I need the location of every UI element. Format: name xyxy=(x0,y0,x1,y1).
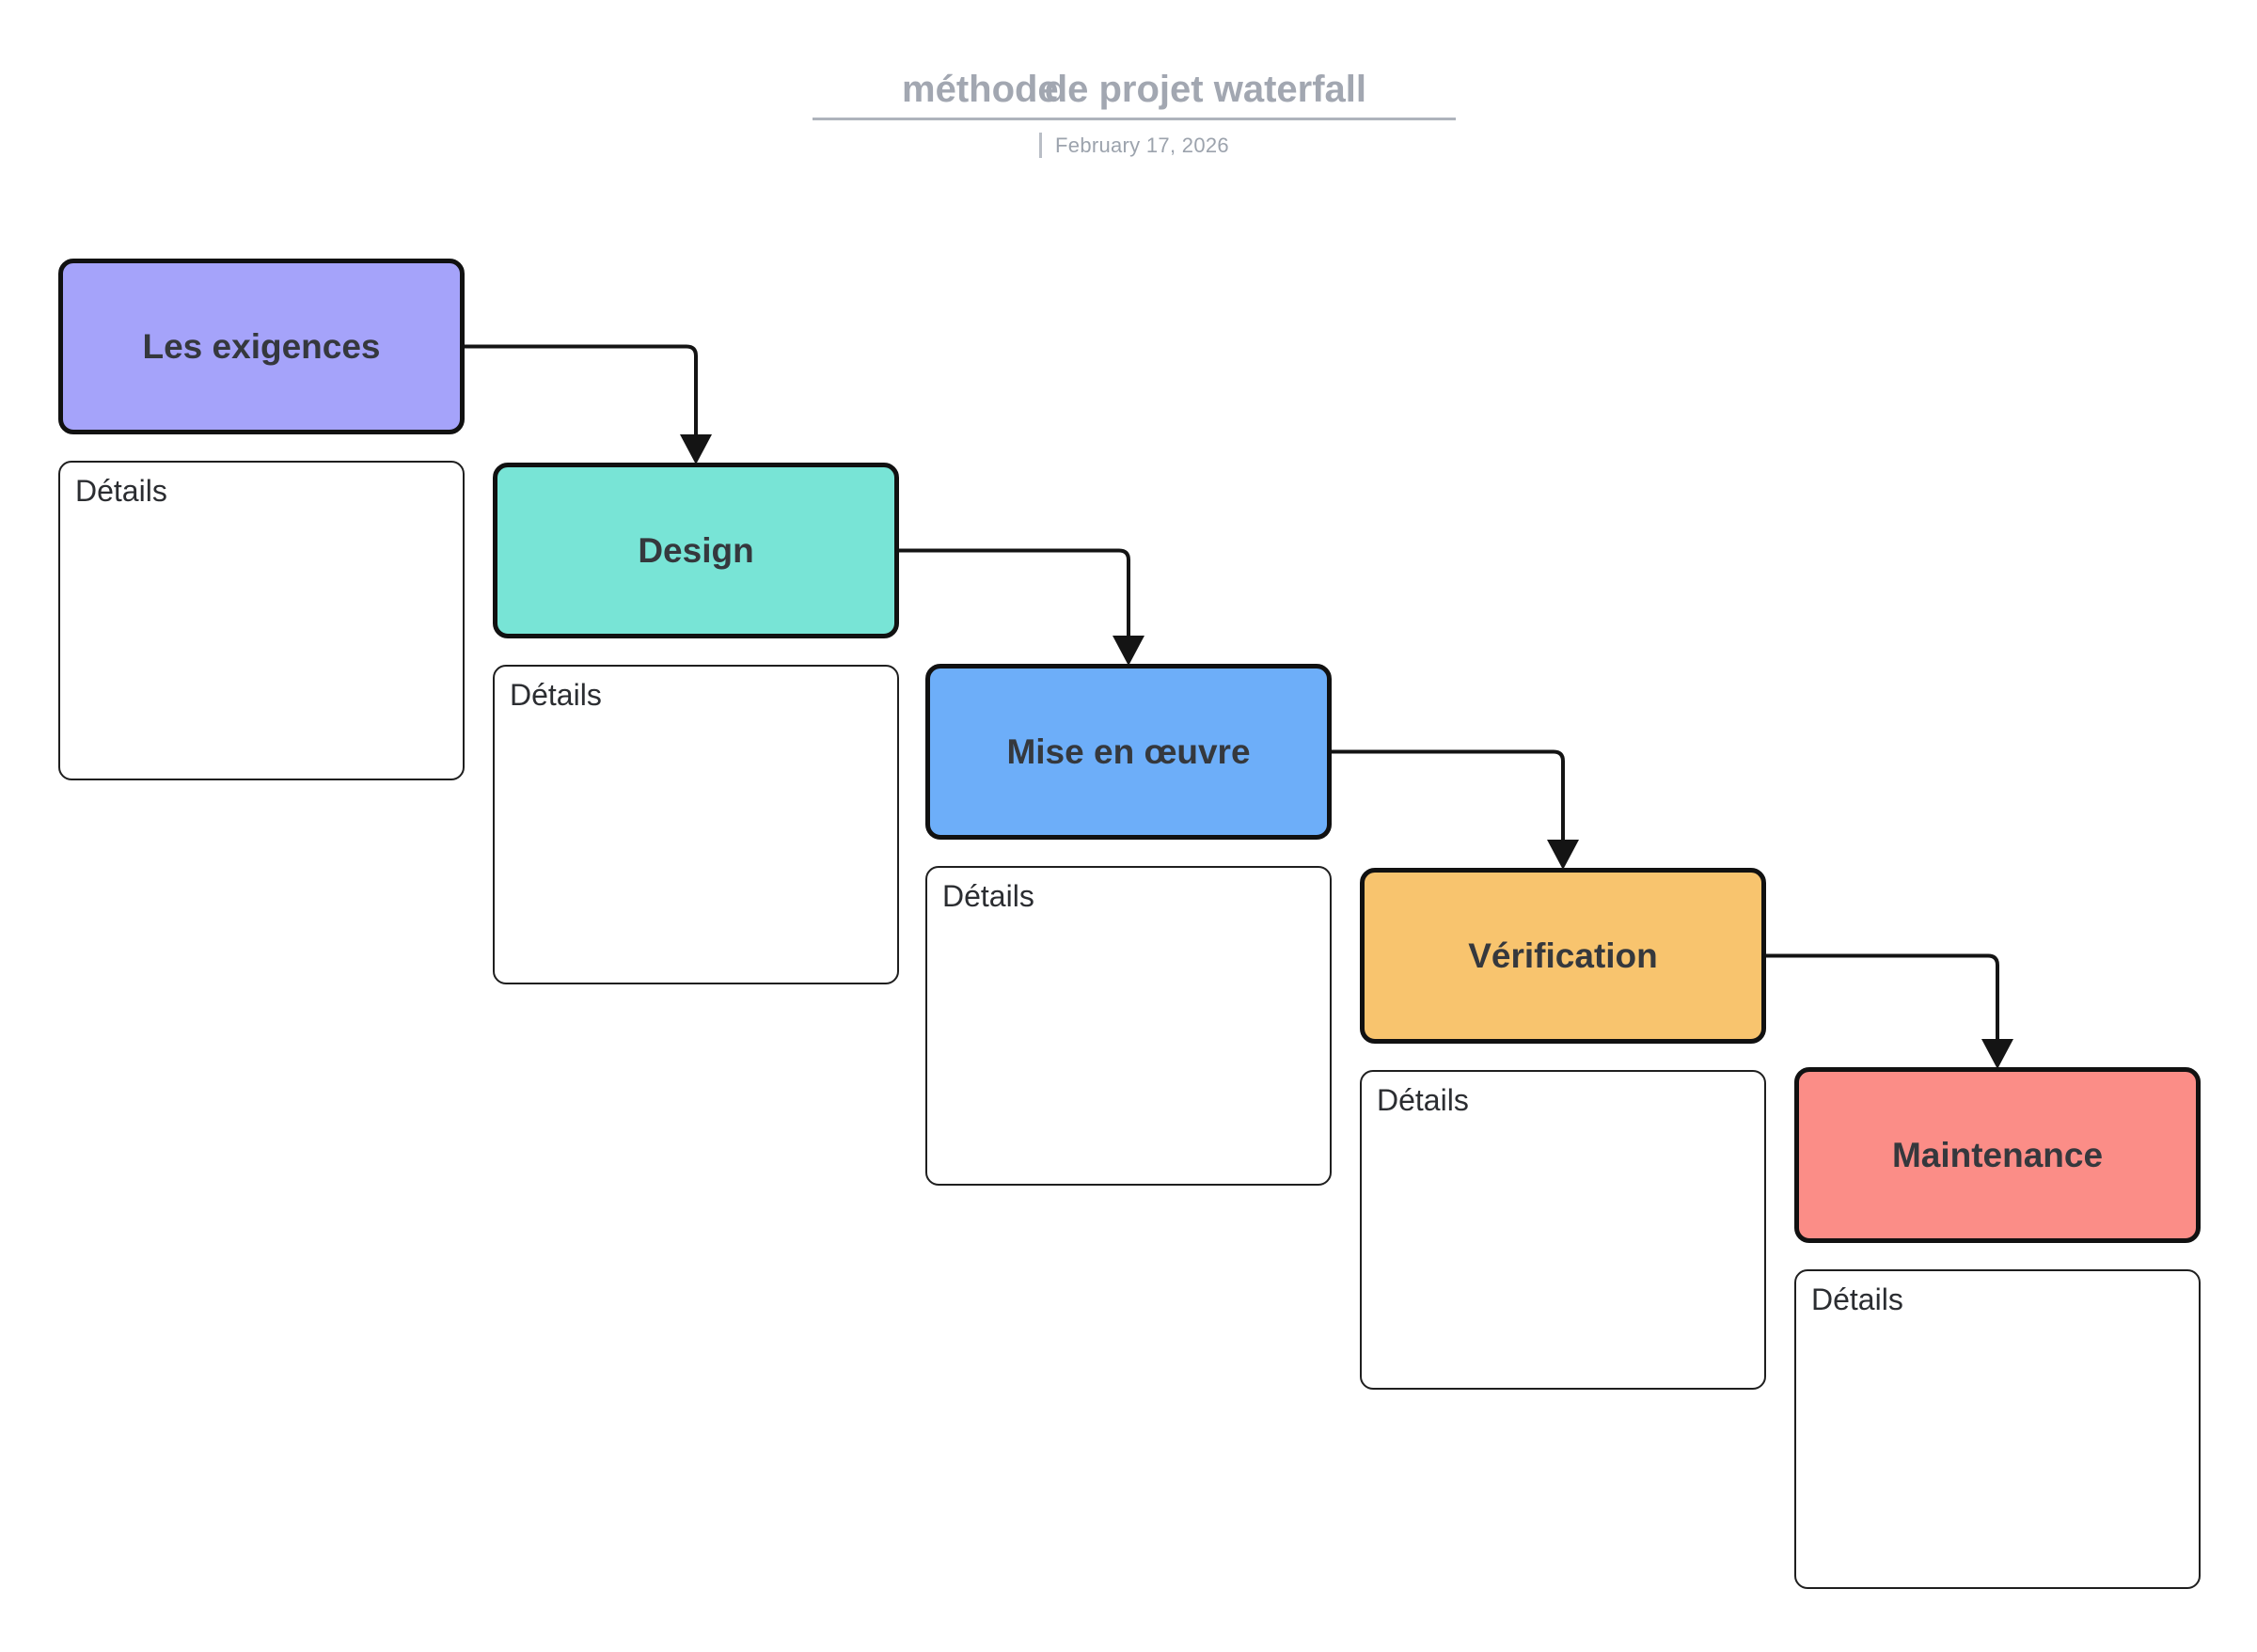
connector-arrow-2 xyxy=(899,548,1130,639)
diagram-title-part2: de projet waterfall xyxy=(1044,69,1366,110)
stage-box-design[interactable]: Design xyxy=(493,463,899,638)
stage-box-mise-en-oeuvre[interactable]: Mise en œuvre xyxy=(925,664,1332,840)
details-box-les-exigences[interactable]: Détails xyxy=(58,461,465,780)
details-label: Détails xyxy=(510,678,602,712)
details-box-maintenance[interactable]: Détails xyxy=(1794,1269,2201,1589)
stage-label: Maintenance xyxy=(1891,1135,2104,1174)
stage-box-verification[interactable]: Vérification xyxy=(1360,868,1766,1044)
details-box-design[interactable]: Détails xyxy=(493,665,899,984)
stage-label: Les exigences xyxy=(142,326,381,366)
details-box-verification[interactable]: Détails xyxy=(1360,1070,1766,1390)
connector-arrow-4 xyxy=(1766,953,1999,1043)
connector-arrowhead-4 xyxy=(1981,1039,2013,1069)
diagram-header: méthodede projet waterfall February 17, … xyxy=(658,68,1610,158)
connector-arrowhead-1 xyxy=(680,434,712,464)
connector-arrowhead-2 xyxy=(1113,636,1144,666)
connector-arrowhead-3 xyxy=(1547,840,1579,870)
date-row: February 17, 2026 xyxy=(658,133,1610,158)
stage-label: Vérification xyxy=(1468,936,1658,975)
stage-box-maintenance[interactable]: Maintenance xyxy=(1794,1067,2201,1243)
date-separator-bar xyxy=(1039,133,1043,158)
diagram-title-part1: méthode xyxy=(902,69,1059,110)
stage-label: Mise en œuvre xyxy=(1006,732,1251,771)
details-label: Détails xyxy=(1811,1282,1903,1316)
details-label: Détails xyxy=(1377,1083,1469,1117)
connector-arrow-3 xyxy=(1332,749,1565,843)
stage-box-les-exigences[interactable]: Les exigences xyxy=(58,259,465,434)
diagram-title: méthodede projet waterfall xyxy=(658,68,1610,111)
details-label: Détails xyxy=(75,474,167,508)
title-underline xyxy=(813,118,1456,120)
diagram-date: February 17, 2026 xyxy=(1055,133,1229,157)
connector-arrow-1 xyxy=(465,344,698,438)
stage-label: Design xyxy=(638,530,754,570)
details-label: Détails xyxy=(942,879,1034,913)
details-box-mise-en-oeuvre[interactable]: Détails xyxy=(925,866,1332,1186)
